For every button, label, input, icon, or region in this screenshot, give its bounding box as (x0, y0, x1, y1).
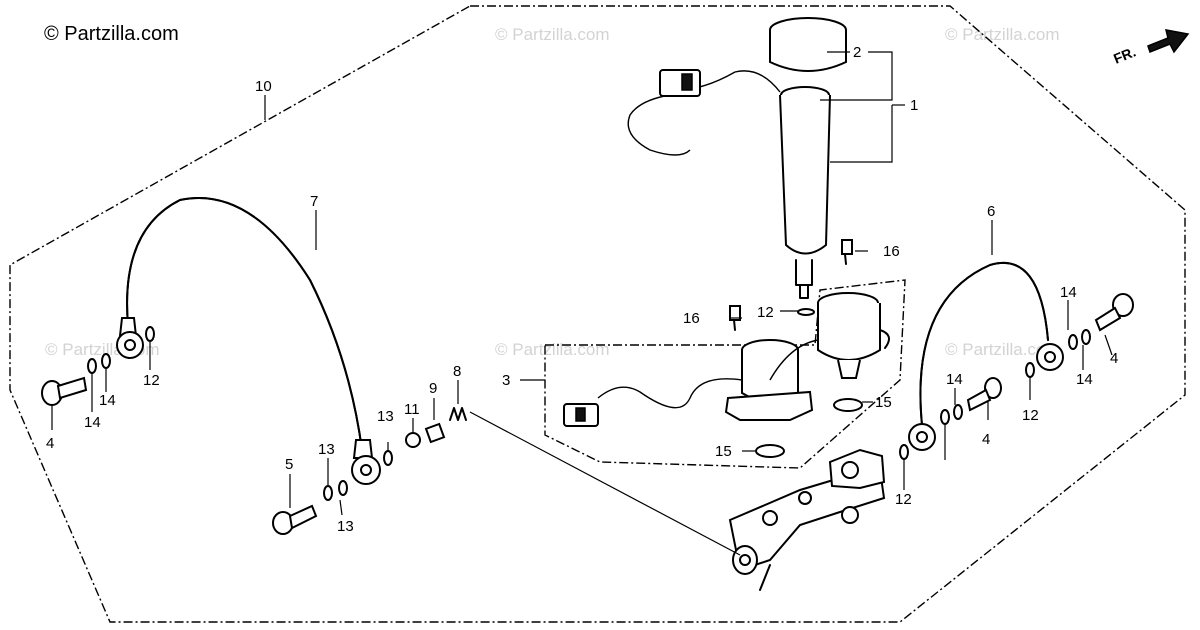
callout-15: 15 (875, 394, 892, 411)
front-direction-indicator: FR. (1111, 29, 1190, 67)
callout-13: 13 (337, 518, 354, 535)
callout-12: 12 (757, 304, 774, 321)
callout-16: 16 (883, 243, 900, 260)
callout-16: 16 (683, 310, 700, 327)
banjo-bolt (966, 377, 1002, 412)
callout-7: 7 (310, 193, 318, 210)
callout-14: 14 (1060, 284, 1077, 301)
callout-11: 11 (404, 401, 420, 418)
callout-5: 5 (285, 456, 293, 473)
callout-13: 13 (377, 408, 394, 425)
callout-14: 14 (1076, 371, 1093, 388)
copyright-text: © Partzilla.com (44, 23, 179, 45)
solenoid-valve-assembly (563, 292, 890, 427)
watermark: © Partzilla.com (945, 25, 1060, 44)
arrow-icon (1147, 29, 1190, 54)
long-hose (116, 196, 381, 485)
callout-9: 9 (429, 380, 437, 397)
callout-14: 14 (84, 414, 101, 431)
callout-15: 15 (715, 443, 732, 460)
banjo-bolt (41, 376, 88, 406)
short-hose (908, 261, 1064, 451)
callout-10: 10 (255, 78, 272, 95)
banjo-bolt (1094, 293, 1134, 332)
callout-2: 2 (853, 44, 861, 61)
callout-14: 14 (99, 392, 116, 409)
washer (797, 308, 815, 316)
callout-6: 6 (987, 203, 995, 220)
callout-4: 4 (982, 431, 990, 448)
o-ring (833, 398, 863, 412)
subassembly-boundary (544, 279, 906, 469)
pump-cylinder (769, 17, 847, 299)
callout-12: 12 (895, 491, 912, 508)
check-valve (424, 422, 446, 444)
watermark: © Partzilla.com (495, 25, 610, 44)
watermark: © Partzilla.com (945, 340, 1060, 359)
check-ball (405, 432, 421, 448)
callout-4: 4 (1110, 350, 1118, 367)
callout-3: 3 (502, 372, 510, 389)
spring (449, 407, 467, 421)
callout-1: 1 (910, 97, 918, 114)
callout-4: 4 (46, 435, 54, 452)
assembly-boundary (9, 5, 1186, 623)
callout-labels: 1 2 3 4 4 4 5 6 7 8 9 10 11 12 12 12 12 … (46, 44, 1118, 535)
callout-14: 14 (946, 371, 963, 388)
callout-12: 12 (1022, 407, 1039, 424)
sealing-washers (87, 326, 1091, 501)
bleeder-screw (729, 305, 741, 331)
bolt (272, 504, 318, 535)
leader-lines (51, 51, 1113, 556)
callout-12: 12 (143, 372, 160, 389)
watermark: © Partzilla.com (495, 340, 610, 359)
callout-13: 13 (318, 441, 335, 458)
callout-8: 8 (453, 363, 461, 380)
bleeder-screw (841, 239, 853, 265)
pump-wire-connector (627, 69, 781, 156)
direction-label: FR. (1111, 43, 1138, 66)
o-ring (755, 444, 785, 458)
manifold-body (728, 448, 886, 591)
